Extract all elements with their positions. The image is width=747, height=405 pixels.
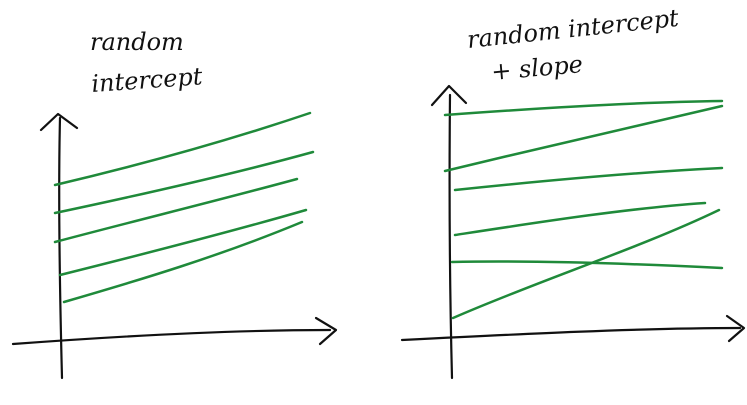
panel-random-intercept-slope: random intercept + slope [400, 4, 746, 380]
group-line-2 [53, 150, 315, 215]
panel-title-line1: random [90, 28, 184, 56]
x-axis [11, 328, 332, 346]
panel-title-line1: random intercept [466, 4, 681, 54]
group-line-1 [53, 111, 312, 187]
panel-title-line2: + slope [490, 50, 584, 86]
group-line-3 [453, 166, 724, 192]
y-axis [448, 93, 454, 380]
panel-title-line2: intercept [90, 62, 203, 98]
y-axis-arrowhead [430, 84, 468, 107]
group-line-6 [451, 208, 721, 320]
x-axis [400, 326, 742, 342]
y-axis-arrowhead [39, 112, 79, 132]
y-axis [58, 116, 64, 380]
group-line-3 [53, 177, 299, 244]
panel-random-intercept: random intercept [11, 28, 338, 380]
group-line-4 [58, 208, 308, 277]
group-line-2 [443, 104, 724, 173]
x-axis-arrowhead [314, 316, 338, 346]
group-line-4 [453, 201, 707, 237]
group-line-5 [62, 220, 304, 304]
x-axis-arrowhead [725, 314, 746, 343]
group-line-1 [443, 99, 724, 117]
